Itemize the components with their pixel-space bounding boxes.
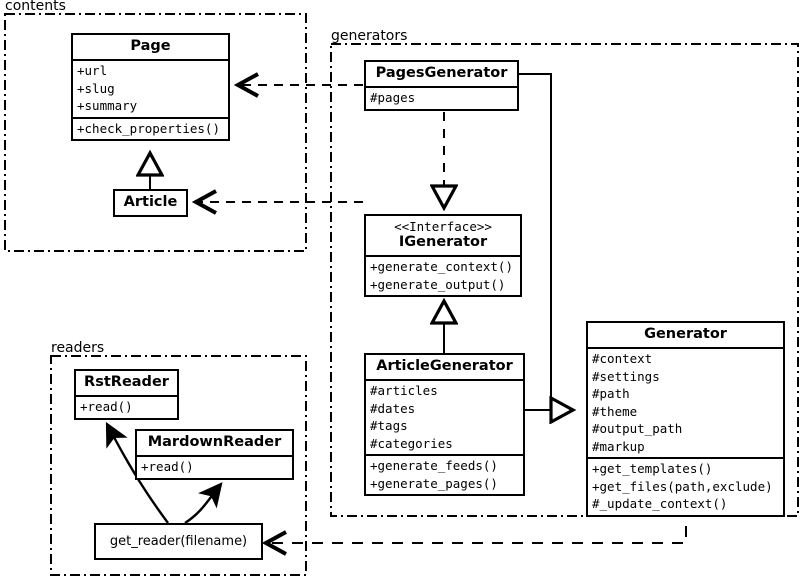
class-attribute: #path bbox=[592, 386, 630, 401]
class-attribute: +url bbox=[77, 63, 108, 78]
class-name-page: Page bbox=[130, 38, 171, 54]
class-attribute: +summary bbox=[77, 98, 138, 113]
class-header-pages-generator: PagesGenerator bbox=[366, 62, 517, 86]
class-name-mardown-reader: MardownReader bbox=[147, 434, 282, 450]
class-method: +check_properties() bbox=[77, 120, 220, 136]
edge-get-reader-to-rstreader bbox=[105, 421, 169, 524]
class-header-page: Page bbox=[73, 35, 228, 59]
function-label-get-reader: get_reader(filename) bbox=[109, 534, 248, 549]
class-box-igenerator[interactable]: <<Interface>> IGenerator +generate_conte… bbox=[364, 214, 522, 297]
package-border-contents bbox=[4, 13, 307, 252]
class-box-article-generator[interactable]: ArticleGenerator #articles #dates #tags … bbox=[364, 353, 525, 496]
class-header-igenerator: <<Interface>> IGenerator bbox=[366, 216, 520, 255]
function-box-get-reader[interactable]: get_reader(filename) bbox=[94, 523, 263, 560]
class-attributes-pages-generator: #pages bbox=[366, 86, 517, 109]
class-attributes-generator: #context #settings #path #theme #output_… bbox=[588, 347, 783, 457]
package-border-generators bbox=[330, 43, 799, 517]
class-box-generator[interactable]: Generator #context #settings #path #them… bbox=[586, 321, 785, 517]
class-stereotype-igenerator: <<Interface>> bbox=[394, 219, 492, 234]
class-method: #_update_context() bbox=[592, 496, 728, 511]
class-header-rst-reader: RstReader bbox=[76, 371, 177, 395]
class-method: +read() bbox=[80, 399, 133, 414]
class-methods-rst-reader: +read() bbox=[76, 395, 177, 418]
class-attribute: #theme bbox=[592, 403, 638, 419]
class-box-article[interactable]: Article bbox=[113, 189, 188, 217]
class-attribute: #settings bbox=[592, 368, 660, 384]
class-method: +generate_context() bbox=[370, 259, 513, 274]
class-attribute: #markup bbox=[592, 438, 645, 454]
class-name-generator: Generator bbox=[644, 326, 727, 342]
class-attribute: #output_path bbox=[592, 421, 683, 436]
class-attribute: #tags bbox=[370, 418, 408, 433]
class-methods-article-generator: +generate_feeds() +generate_pages() bbox=[366, 454, 523, 494]
class-method: +get_templates() bbox=[592, 461, 713, 476]
class-method: +generate_pages() bbox=[370, 475, 498, 491]
package-label-generators: generators bbox=[331, 28, 408, 44]
class-method: +get_files(path,exclude) bbox=[592, 478, 773, 494]
class-attribute: #articles bbox=[370, 383, 438, 398]
class-attribute: #pages bbox=[370, 90, 416, 105]
class-attribute: #dates bbox=[370, 400, 416, 416]
class-name-pages-generator: PagesGenerator bbox=[375, 65, 508, 81]
class-name-rst-reader: RstReader bbox=[84, 374, 169, 390]
class-method: +generate_output() bbox=[370, 276, 506, 292]
class-box-pages-generator[interactable]: PagesGenerator #pages bbox=[364, 60, 519, 111]
class-method: +read() bbox=[141, 459, 194, 474]
class-methods-generator: +get_templates() +get_files(path,exclude… bbox=[588, 457, 783, 515]
class-attribute: +slug bbox=[77, 80, 115, 96]
class-methods-igenerator: +generate_context() +generate_output() bbox=[366, 255, 520, 295]
class-box-page[interactable]: Page +url +slug +summary +check_properti… bbox=[71, 33, 230, 141]
class-name-article: Article bbox=[123, 194, 178, 210]
package-border-readers bbox=[50, 355, 307, 576]
package-label-readers: readers bbox=[51, 340, 105, 356]
edge-get-reader-to-mardownreader bbox=[184, 482, 223, 525]
class-box-mardown-reader[interactable]: MardownReader +read() bbox=[135, 429, 294, 480]
class-name-igenerator: IGenerator bbox=[398, 234, 488, 250]
class-name-article-generator: ArticleGenerator bbox=[376, 358, 513, 374]
edge-pagesgenerator-to-generator bbox=[519, 73, 552, 410]
class-box-rst-reader[interactable]: RstReader +read() bbox=[74, 369, 179, 420]
class-header-generator: Generator bbox=[588, 323, 783, 347]
class-attribute: #categories bbox=[370, 435, 453, 451]
class-attributes-article-generator: #articles #dates #tags #categories bbox=[366, 379, 523, 454]
class-method: +generate_feeds() bbox=[370, 458, 498, 473]
class-methods-page: +check_properties() bbox=[73, 116, 228, 140]
class-attribute: #context bbox=[592, 351, 653, 366]
package-label-contents: contents bbox=[5, 0, 66, 14]
class-header-article: Article bbox=[115, 191, 186, 215]
class-header-mardown-reader: MardownReader bbox=[137, 431, 292, 455]
class-attributes-page: +url +slug +summary bbox=[73, 59, 228, 117]
class-header-article-generator: ArticleGenerator bbox=[366, 355, 523, 379]
class-methods-mardown-reader: +read() bbox=[137, 455, 292, 478]
